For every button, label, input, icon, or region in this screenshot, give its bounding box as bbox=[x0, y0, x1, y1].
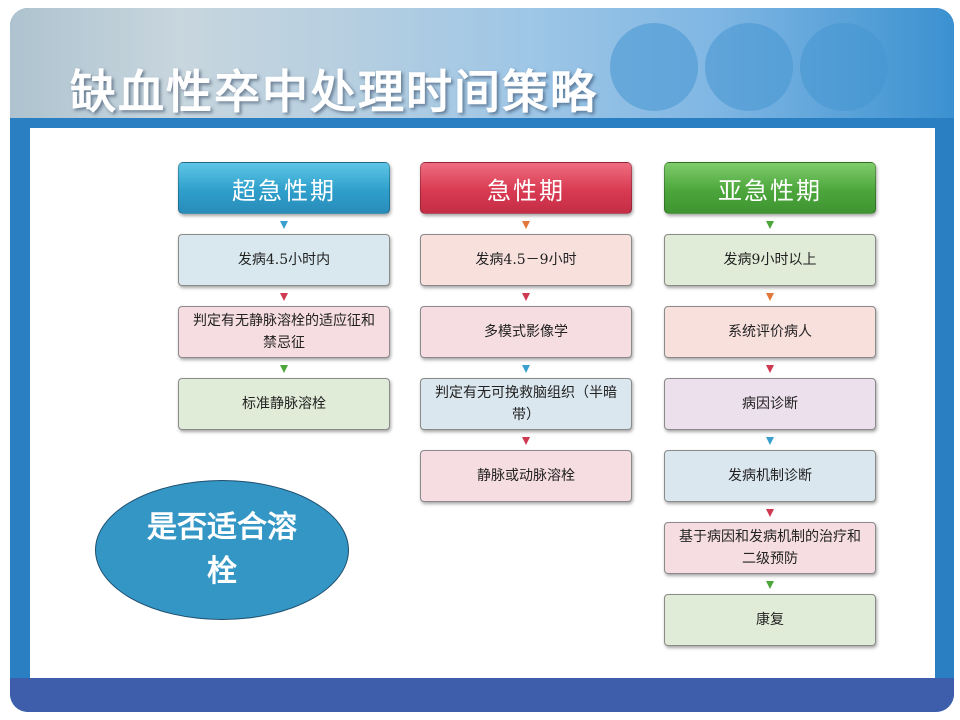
column-header: 急性期 bbox=[420, 162, 632, 214]
step-label: 康复 bbox=[756, 612, 784, 628]
flow-step: 判定有无静脉溶栓的适应征和禁忌征 bbox=[178, 293, 390, 358]
step-label: 静脉或动脉溶栓 bbox=[477, 468, 575, 484]
step-label: 多模式影像学 bbox=[484, 324, 568, 340]
flow-step: 多模式影像学 bbox=[420, 293, 632, 358]
down-arrow-icon bbox=[766, 581, 774, 589]
down-arrow-icon bbox=[522, 437, 530, 445]
step-label: 发病4.5－9小时 bbox=[475, 252, 577, 268]
down-arrow-icon bbox=[766, 221, 774, 229]
step-label: 病因诊断 bbox=[742, 396, 798, 412]
slide-title: 缺血性卒中处理时间策略 bbox=[70, 65, 598, 119]
flow-step: 系统评价病人 bbox=[664, 293, 876, 358]
decor-circle bbox=[800, 23, 888, 111]
flow-step: 康复 bbox=[664, 581, 876, 646]
step-label: 发病4.5小时内 bbox=[237, 252, 331, 268]
flow-step: 基于病因和发病机制的治疗和二级预防 bbox=[664, 509, 876, 574]
down-arrow-icon bbox=[522, 221, 530, 229]
down-arrow-icon bbox=[280, 365, 288, 373]
down-arrow-icon bbox=[280, 221, 288, 229]
step-label: 发病机制诊断 bbox=[728, 468, 812, 484]
step-label: 判定有无可挽救脑组织（半暗带） bbox=[435, 385, 617, 423]
bottom-bar bbox=[10, 678, 954, 712]
down-arrow-icon bbox=[766, 509, 774, 517]
column-header: 超急性期 bbox=[178, 162, 390, 214]
column-acute: 急性期 发病4.5－9小时 多模式影像学 判定有无可挽救脑组织（半暗带） 静脉或… bbox=[420, 162, 632, 502]
step-label: 判定有无静脉溶栓的适应征和禁忌征 bbox=[193, 313, 375, 351]
step-label: 标准静脉溶栓 bbox=[242, 396, 326, 412]
flow-step: 标准静脉溶栓 bbox=[178, 365, 390, 430]
step-label: 发病9小时以上 bbox=[723, 252, 817, 268]
column-hyperacute: 超急性期 发病4.5小时内 判定有无静脉溶栓的适应征和禁忌征 标准静脉溶栓 bbox=[178, 162, 390, 430]
down-arrow-icon bbox=[280, 293, 288, 301]
down-arrow-icon bbox=[766, 365, 774, 373]
step-label: 系统评价病人 bbox=[728, 324, 812, 340]
flow-step: 发病9小时以上 bbox=[664, 221, 876, 286]
flow-step: 静脉或动脉溶栓 bbox=[420, 437, 632, 502]
decor-circle bbox=[610, 23, 698, 111]
column-subacute: 亚急性期 发病9小时以上 系统评价病人 病因诊断 发病机制诊断 基于病因和发病机… bbox=[664, 162, 876, 646]
column-header: 亚急性期 bbox=[664, 162, 876, 214]
slide-header-banner bbox=[10, 8, 954, 128]
flow-step: 发病4.5－9小时 bbox=[420, 221, 632, 286]
header-stripe bbox=[10, 118, 954, 128]
down-arrow-icon bbox=[522, 365, 530, 373]
down-arrow-icon bbox=[522, 293, 530, 301]
callout-text: 是否适合溶栓 bbox=[147, 510, 297, 589]
down-arrow-icon bbox=[766, 437, 774, 445]
thrombolysis-question-callout: 是否适合溶栓 bbox=[95, 480, 349, 620]
step-label: 基于病因和发病机制的治疗和二级预防 bbox=[679, 529, 861, 567]
flow-step: 发病4.5小时内 bbox=[178, 221, 390, 286]
decor-circle bbox=[705, 23, 793, 111]
down-arrow-icon bbox=[766, 293, 774, 301]
flow-step: 判定有无可挽救脑组织（半暗带） bbox=[420, 365, 632, 430]
flow-step: 病因诊断 bbox=[664, 365, 876, 430]
flow-step: 发病机制诊断 bbox=[664, 437, 876, 502]
